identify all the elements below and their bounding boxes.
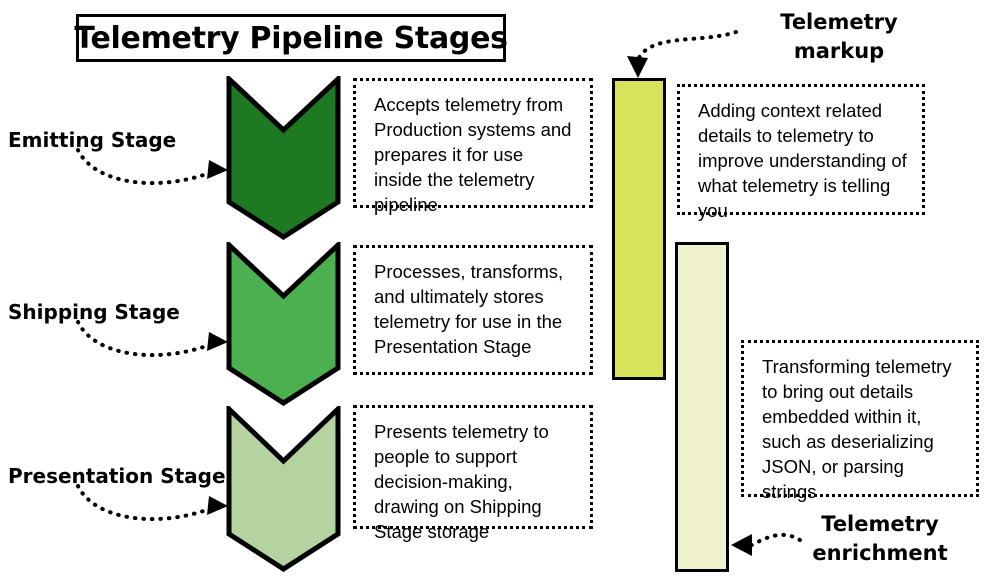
stage-chevron-emitting <box>226 76 341 240</box>
chevron-shape-3 <box>226 406 341 572</box>
span-label-telemetry-enrichment: Telemetry enrichment <box>812 512 948 565</box>
stage-description-shipping: Processes, transforms, and ultimately st… <box>353 245 593 375</box>
arrow-to-telemetry-markup-icon <box>627 30 738 78</box>
chevron-shape-1 <box>226 76 341 240</box>
span-description-text: Adding context related details to teleme… <box>698 100 907 221</box>
stage-description-presentation: Presents telemetry to people to support … <box>353 405 593 542</box>
stage-description-text: Presents telemetry to people to support … <box>374 421 549 542</box>
stage-label-presentation: Presentation Stage <box>8 464 226 488</box>
span-bar-telemetry-enrichment <box>675 242 729 572</box>
page-title: Telemetry Pipeline Stages <box>74 20 508 56</box>
stage-label-emitting: Emitting Stage <box>8 128 177 152</box>
arrow-to-emitting-stage-icon <box>76 148 228 186</box>
span-description-text: Transforming telemetry to bring out deta… <box>762 356 952 502</box>
chevron-shape-2 <box>226 242 341 406</box>
stage-description-text: Processes, transforms, and ultimately st… <box>374 261 564 357</box>
diagram-title-box: Telemetry Pipeline Stages <box>74 14 508 62</box>
stage-chevron-shipping <box>226 242 341 406</box>
span-label-telemetry-markup: Telemetry markup <box>780 10 898 63</box>
span-bar-telemetry-markup <box>612 78 666 380</box>
arrow-to-presentation-stage-icon <box>76 484 228 522</box>
span-description-telemetry-enrichment: Transforming telemetry to bring out deta… <box>741 340 979 502</box>
stage-description-emitting: Accepts telemetry from Production system… <box>353 78 593 215</box>
stage-label-shipping: Shipping Stage <box>8 300 180 324</box>
stage-description-text: Accepts telemetry from Production system… <box>374 94 572 215</box>
span-description-telemetry-markup: Adding context related details to teleme… <box>677 84 925 221</box>
arrow-to-shipping-stage-icon <box>76 320 228 358</box>
stage-chevron-presentation <box>226 406 341 572</box>
